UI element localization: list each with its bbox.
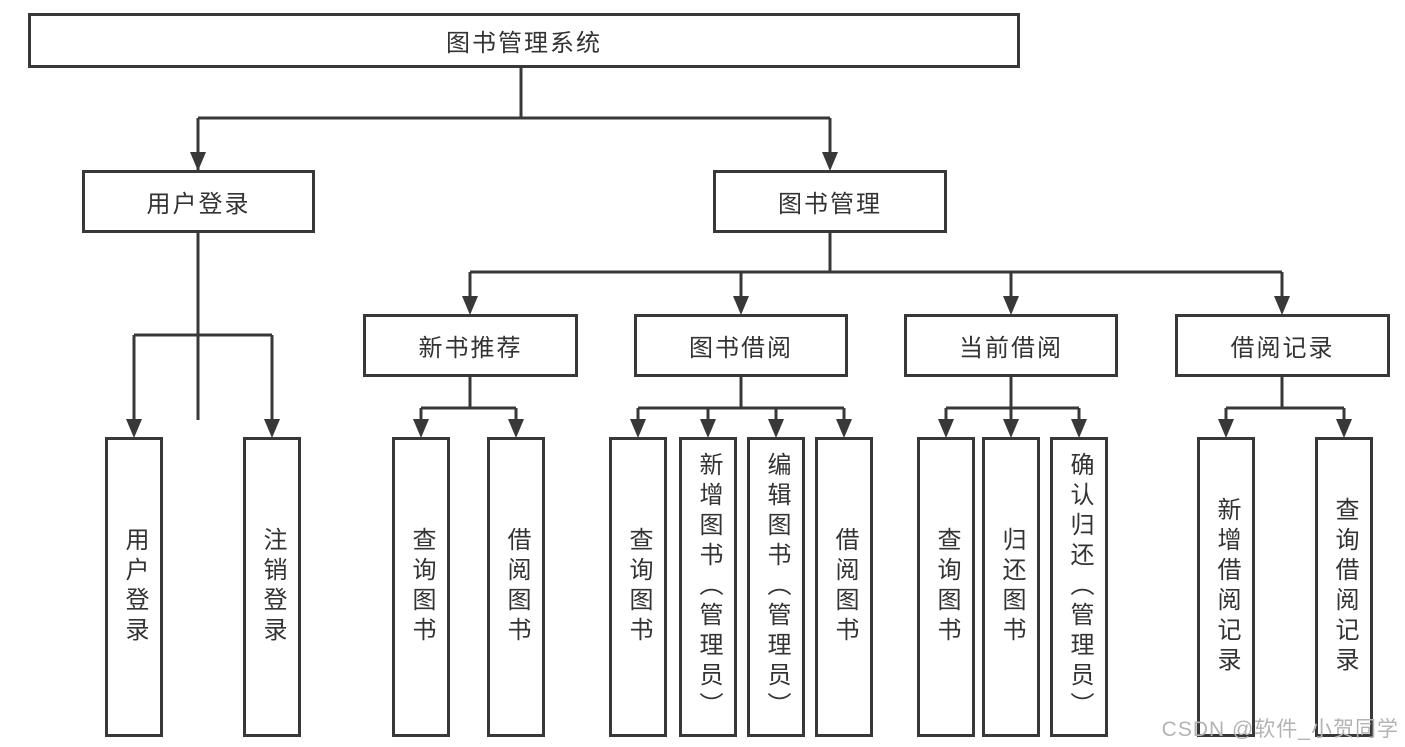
connector-current-borrowing-to-leaves — [938, 377, 1087, 438]
leaf-return-books: 归还图书 — [982, 437, 1040, 737]
leaf-edit-books-admin: 编辑图书（管理员） — [747, 437, 805, 737]
connector-book-management-to-level3 — [462, 233, 1290, 315]
connector-root-to-level2 — [190, 68, 838, 420]
leaf-borrow-books-recommend: 借阅图书 — [487, 437, 545, 737]
connector-new-book-to-leaves — [413, 377, 524, 438]
leaf-logout: 注销登录 — [243, 437, 301, 737]
node-user-login: 用户登录 — [82, 170, 315, 233]
leaf-borrow-books: 借阅图书 — [815, 437, 873, 737]
leaf-user-login: 用户登录 — [105, 437, 163, 737]
leaf-add-books-admin: 新增图书（管理员） — [679, 437, 737, 737]
leaf-search-books-borrowing: 查询图书 — [609, 437, 667, 737]
node-new-book-recommendation: 新书推荐 — [363, 314, 578, 377]
connector-borrow-records-to-leaves — [1218, 377, 1352, 438]
leaf-search-books-current: 查询图书 — [917, 437, 975, 737]
connector-book-borrowing-to-leaves — [630, 377, 852, 438]
node-current-borrowing: 当前借阅 — [904, 314, 1118, 377]
node-book-management: 图书管理 — [713, 170, 947, 233]
leaf-search-borrow-record: 查询借阅记录 — [1315, 437, 1373, 737]
watermark: CSDN @软件_小贺同学 — [1161, 718, 1399, 741]
leaf-search-books-recommend: 查询图书 — [392, 437, 450, 737]
leaf-confirm-return-admin: 确认归还（管理员） — [1050, 437, 1108, 737]
node-library-management-system: 图书管理系统 — [28, 13, 1020, 68]
leaf-add-borrow-record: 新增借阅记录 — [1197, 437, 1255, 737]
node-book-borrowing: 图书借阅 — [634, 314, 848, 377]
connector-user-login-to-leaves — [126, 233, 280, 438]
node-borrowing-records: 借阅记录 — [1175, 314, 1390, 377]
